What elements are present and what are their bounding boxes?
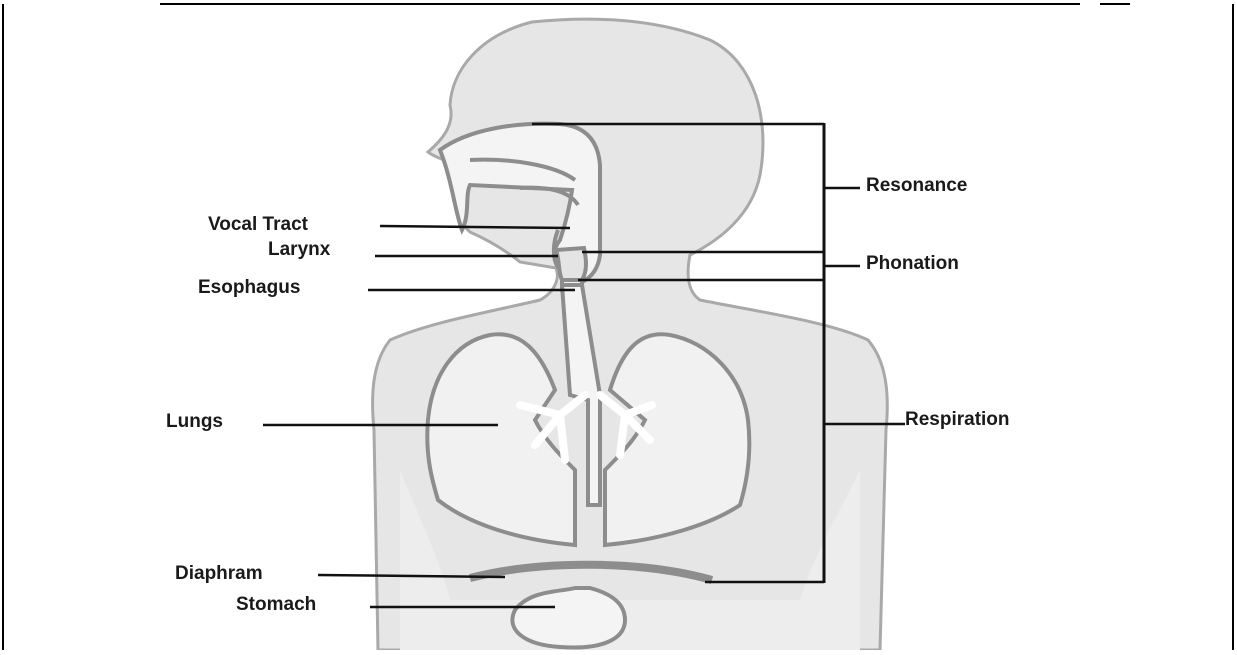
label-resonance: Resonance: [866, 175, 967, 196]
label-respiration: Respiration: [905, 409, 1010, 430]
label-lungs: Lungs: [166, 411, 223, 432]
label-stomach: Stomach: [236, 594, 316, 615]
label-larynx: Larynx: [268, 239, 331, 260]
label-phonation: Phonation: [866, 253, 959, 274]
label-esophagus: Esophagus: [198, 277, 300, 298]
stomach-shape: [512, 588, 625, 648]
larynx-shape: [556, 248, 586, 280]
label-diaphram: Diaphram: [175, 563, 263, 584]
label-vocal-tract: Vocal Tract: [208, 214, 309, 235]
body-silhouette: [373, 19, 888, 650]
